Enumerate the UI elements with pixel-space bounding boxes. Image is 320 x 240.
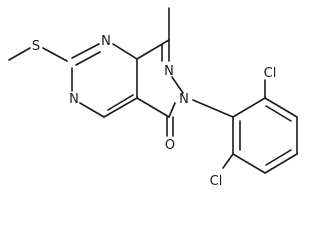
bond-n7-n6 xyxy=(171,76,184,94)
bond-c4-c4a-double xyxy=(107,94,134,111)
atom-label-n3: N xyxy=(69,92,79,107)
atom-labels: S N N N N O Cl Cl xyxy=(32,34,276,189)
bond-n6-aryl xyxy=(192,99,234,118)
bond-c4-c4a xyxy=(103,97,138,118)
atom-label-cl-top: Cl xyxy=(264,66,277,81)
bond-ar2-ar3-double xyxy=(265,105,292,122)
bond-ar4-ar5-double xyxy=(265,149,292,166)
atom-label-n7: N xyxy=(164,64,174,79)
bond-s-c2 xyxy=(42,47,68,62)
bond-ar1-ar2 xyxy=(232,97,266,118)
bond-ar5-ar6 xyxy=(232,153,266,174)
bond-n1-c8a xyxy=(112,43,138,60)
bond-n6-c5 xyxy=(168,102,176,118)
bond-c2-n1 xyxy=(71,43,100,59)
atom-label-n1: N xyxy=(101,34,111,49)
bond-ar2-ar3 xyxy=(264,97,298,118)
molecule-structure: S N N N N O Cl Cl xyxy=(8,7,298,189)
bonds xyxy=(8,7,298,174)
bond-ar6-cl xyxy=(222,153,234,169)
bond-ar4-ar5 xyxy=(264,153,298,174)
atom-label-s: S xyxy=(32,39,40,54)
bond-ch3-s xyxy=(8,47,31,61)
atom-label-cl-bottom: Cl xyxy=(210,174,223,189)
atom-label-o: O xyxy=(165,138,175,153)
atom-label-n6: N xyxy=(179,92,189,107)
bond-n3-c4 xyxy=(79,102,105,118)
bond-c5-c4a xyxy=(136,97,170,118)
bond-c2-n1-double xyxy=(75,51,101,66)
bond-c8a-c8 xyxy=(136,39,170,60)
